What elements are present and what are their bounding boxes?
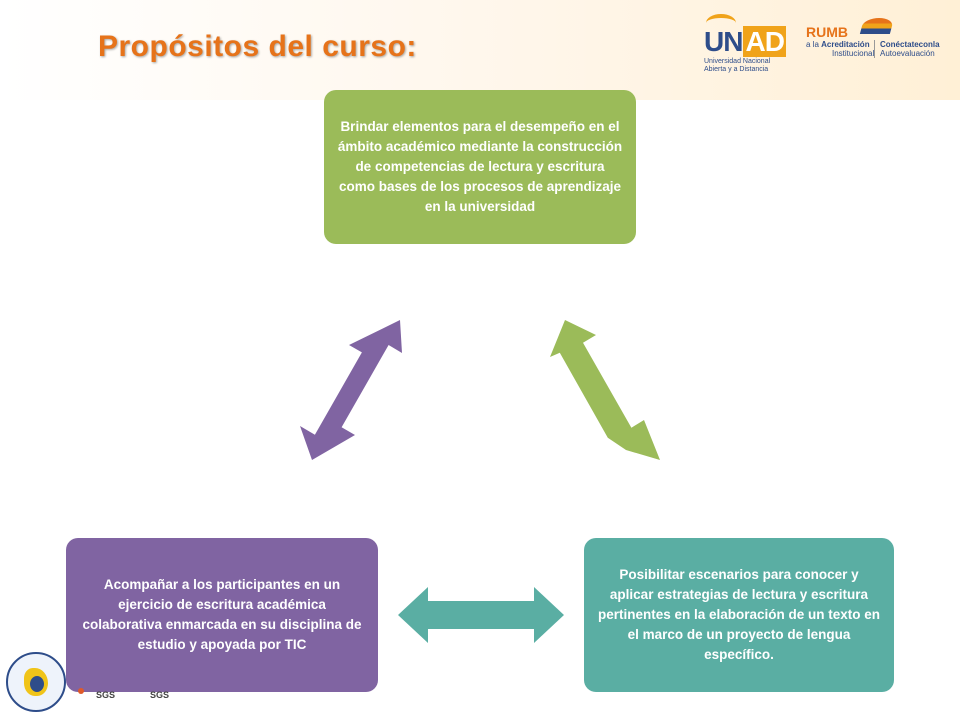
- conectate-line-2: Autoevaluación: [880, 49, 935, 58]
- unad-sub-line-2: Abierta y a Distancia: [704, 66, 769, 73]
- unad-u: U: [704, 26, 724, 57]
- rumbo-line-1: a la Acreditación: [806, 40, 946, 49]
- purpose-box-top: Brindar elementos para el desempeño en e…: [324, 90, 636, 244]
- rumbo-line-1-a: a la: [806, 40, 822, 49]
- rumbo-wordmark: RUMB: [806, 24, 848, 40]
- header-band: [0, 0, 960, 100]
- purpose-text-right: Posibilitar escenarios para conocer y ap…: [597, 567, 881, 662]
- rumbo-logo: RUMB a la Acreditación Institucional: [806, 18, 946, 64]
- purpose-text-left: Acompañar a los participantes en un ejer…: [82, 577, 362, 652]
- unad-arc-icon: [706, 14, 736, 32]
- unad-n: N: [723, 26, 743, 57]
- unad-subtitle: Universidad Nacional Abierta y a Distanc…: [704, 58, 784, 74]
- unad-sub-line-1: Universidad Nacional: [704, 58, 771, 65]
- purpose-box-right: Posibilitar escenarios para conocer y ap…: [584, 538, 894, 692]
- double-arrow-green-icon: [550, 320, 660, 460]
- purpose-box-left: Acompañar a los participantes en un ejer…: [66, 538, 378, 692]
- sgs-label-2: SGS: [150, 690, 170, 700]
- unad-ad: AD: [743, 26, 786, 57]
- rumbo-line-1-b: Acreditación: [821, 40, 870, 49]
- certification-seal: [6, 652, 66, 712]
- logo-divider: [874, 40, 875, 58]
- conectate-line-1: Conéctateconla: [880, 40, 940, 49]
- double-arrow-purple-icon: [300, 320, 402, 460]
- sgs-label-1: SGS: [96, 690, 116, 700]
- double-arrow-teal-icon: [398, 587, 564, 643]
- rumbo-line-2: Institucional: [832, 49, 875, 58]
- seal-dot-icon: [30, 676, 44, 692]
- sgs-mark-icon: [78, 688, 84, 694]
- purpose-text-top: Brindar elementos para el desempeño en e…: [337, 119, 623, 214]
- page-title: Propósitos del curso:: [98, 30, 417, 63]
- conectate-logo: Conéctateconla Autoevaluación: [880, 40, 940, 58]
